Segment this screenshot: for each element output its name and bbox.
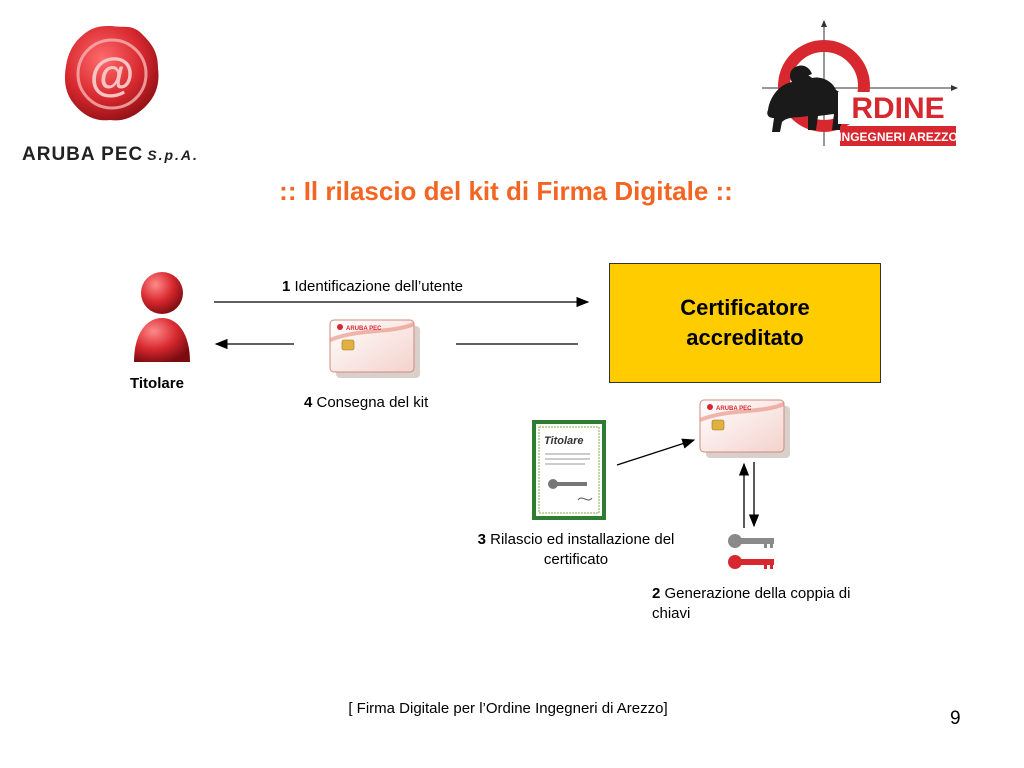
step-2-label: 2 Generazione della coppia di chiavi [652,584,872,624]
aruba-seal-icon: @ [64,26,159,121]
step-3-text: Rilascio ed installazione del certificat… [485,531,675,568]
step-1-text: Identificazione dell’utente [290,278,463,295]
aruba-name: ARUBA PEC [22,144,144,165]
titolare-label: Titolare [130,375,184,392]
step-2-text: Generazione della coppia di chiavi [652,585,851,622]
card-brand: ARUBA PEC [346,326,382,332]
slide-footer: [ Firma Digitale per l’Ordine Ingegneri … [348,700,668,717]
arrow-rilascio [616,438,696,466]
step-4-text: Consegna del kit [312,394,429,411]
aruba-seal-glyph: @ [90,48,135,100]
card-brand-2: ARUBA PEC [716,406,752,412]
ordine-lion-icon: O RDINE INGEGNERI AREZZO [762,20,958,146]
certificatore-line1: Certificatore [680,295,810,320]
aruba-suffix: S.p.A. [147,147,199,163]
step-4-label: 4 Consegna del kit [304,394,428,411]
ordine-word: RDINE [851,92,944,125]
page-number: 9 [950,708,961,729]
ordine-sub: INGEGNERI AREZZO [838,130,958,144]
smart-card-icon: ARUBA PEC [329,319,420,378]
key-pair-icon [728,534,774,569]
certificate-icon: Titolare [532,420,606,520]
step-1-number: 1 [282,278,291,295]
step-2-number: 2 [652,585,661,602]
certificate-heading: Titolare [544,435,584,447]
step-1-label: 1 Identificazione dell’utente [282,278,463,295]
certificatore-box: Certificatore accreditato [609,263,881,383]
step-3-label: 3 Rilascio ed installazione del certific… [470,530,682,570]
smart-card-icon-2: ARUBA PEC [699,399,790,458]
slide-title: :: Il rilascio del kit di Firma Digitale… [279,176,733,206]
step-4-number: 4 [304,394,313,411]
step-3-number: 3 [477,531,486,548]
certificatore-line2: accreditato [686,325,804,350]
user-figure-icon [134,272,190,362]
